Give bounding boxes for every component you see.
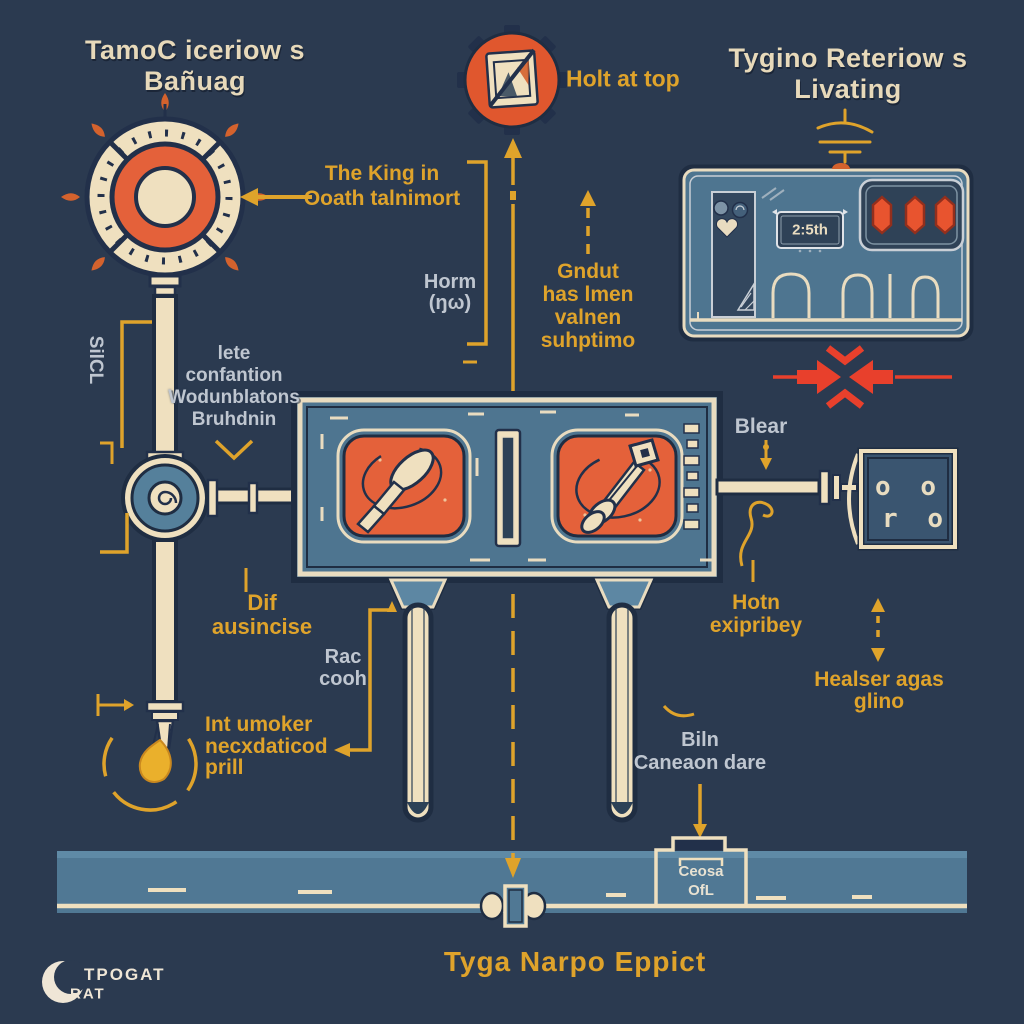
label-lete-line4: Bruhdnin — [191, 409, 277, 430]
label-smoker-line1: Int umoker — [205, 712, 313, 736]
title-bottom: Tyga Narpo Eppict — [443, 946, 707, 977]
box-tick-marks — [320, 410, 712, 562]
vent-column — [683, 423, 700, 530]
panel-arches — [690, 272, 962, 322]
ratchet-tool-icon — [580, 438, 660, 534]
title-top-right: Tygino Reteriow s Livating — [728, 43, 967, 105]
label-horm: Horm (ŋω) — [424, 272, 476, 314]
title-top-left-line2: Bañuag — [143, 66, 246, 96]
pipe-fitting — [479, 884, 547, 928]
gold-squiggle — [739, 500, 774, 567]
label-rac-line2: cooh — [319, 668, 367, 690]
label-gndut: Gndut has lmen valnen suhptimo — [541, 260, 636, 352]
label-dif-line2: ausincise — [211, 614, 313, 639]
control-panel — [678, 163, 974, 342]
label-horm-line1: Horm — [423, 271, 477, 293]
briefcase-label: Ceosa OfL — [678, 862, 723, 900]
label-gndut-line3: valnen — [554, 306, 622, 329]
screwdriver-icon — [356, 448, 435, 534]
right-pipe-and-glyph-box — [715, 447, 959, 551]
label-king-line2: Ooath talnimort — [303, 187, 461, 210]
title-top-right-line1: Tygino Reteriow s — [728, 43, 968, 73]
glyph-box-row1: o o — [875, 472, 943, 502]
biln-curve — [662, 704, 695, 718]
arrow-small-left — [124, 699, 134, 711]
band-dashes — [148, 888, 872, 900]
label-rac: Rac cooh — [319, 646, 367, 690]
label-rac-line1: Rac — [324, 646, 362, 668]
heart-icon — [715, 218, 739, 238]
label-badge: Holt at top — [566, 65, 680, 92]
valve-wheel — [121, 454, 302, 542]
label-smoker-line3: prill — [205, 755, 244, 779]
lower-left-pipe-and-burner — [102, 538, 198, 812]
label-hotn-line2: exipribey — [709, 614, 803, 637]
briefcase-box — [654, 836, 748, 905]
label-smoker-line2: necxdaticod — [205, 734, 328, 758]
label-sil: SilCL — [85, 335, 106, 385]
prohibition-badge — [457, 25, 567, 135]
label-gndut-line2: has lmen — [542, 283, 634, 306]
label-healser-line1: Healser agas — [814, 668, 944, 691]
glyph-box-row2: r o — [882, 504, 950, 534]
label-lete-line2: confantion — [185, 365, 283, 386]
arrow-to-gauge — [240, 188, 258, 206]
gauge-dial — [61, 93, 269, 278]
label-lete-line1: lete — [217, 343, 251, 364]
compress-arrows-icon — [773, 345, 952, 409]
title-top-right-line2: Livating — [794, 74, 902, 104]
label-king-line1: The King in — [324, 162, 440, 185]
healser-double-arrow — [871, 598, 885, 662]
center-up-arrow — [504, 138, 522, 397]
label-hotn-line1: Hotn — [732, 591, 780, 614]
label-blear: Blear — [734, 415, 788, 438]
biln-down-arrow — [693, 784, 707, 838]
center-dashed-down-arrow — [505, 594, 521, 878]
briefcase-line1: Ceosa — [678, 863, 724, 880]
gndut-dashed-up-arrow — [580, 190, 596, 262]
center-slot — [494, 428, 522, 548]
label-lete-line3: Wodunblatons — [168, 387, 300, 408]
panel-plaque-text: 2:5th — [792, 221, 828, 239]
gold-annotation-lines-left — [96, 195, 312, 716]
tool-chamber-box — [291, 391, 723, 583]
label-hotn: Hotn exipribey — [710, 591, 802, 637]
ground-symbol-icon — [816, 108, 874, 164]
blear-down-arrow — [760, 440, 772, 470]
logo-text-line2: RAT — [70, 985, 106, 1003]
label-king: The King in Ooath talnimort — [304, 161, 460, 211]
label-horm-line2: (ŋω) — [428, 292, 472, 314]
smoker-bracket — [334, 601, 397, 757]
gem-box — [858, 178, 965, 252]
briefcase-line2: OfL — [688, 882, 714, 899]
flame-burner — [102, 716, 198, 812]
label-dif: Dif ausincise — [212, 591, 312, 639]
gem-icon — [871, 195, 956, 235]
label-gndut-line4: suhptimo — [540, 329, 636, 352]
logo-text-line1: TPOGAT — [84, 965, 166, 984]
label-lete: lete confantion Wodunblatons Bruhdnin — [168, 343, 300, 431]
title-top-left-line1: TamoC iceriow s — [84, 35, 306, 65]
center-bracket — [463, 160, 488, 364]
tool-panel-left — [336, 428, 472, 544]
crescent-logo-icon — [42, 960, 88, 1003]
label-healser-line2: glino — [853, 690, 905, 713]
box-legs-and-pipes — [386, 577, 656, 823]
label-biln-line2: Caneaon dare — [633, 752, 767, 774]
label-healser: Healser agas glino — [814, 669, 944, 713]
tool-panel-right — [550, 428, 684, 544]
label-smoker: Int umoker necxdaticod prill — [205, 714, 328, 779]
label-biln: Biln Caneaon dare — [634, 729, 766, 775]
label-gndut-line1: Gndut — [557, 260, 619, 283]
label-biln-line1: Biln — [681, 729, 719, 751]
label-dif-line1: Dif — [247, 590, 277, 615]
panel-plaque — [772, 209, 848, 253]
title-top-left: TamoC iceriow s Bañuag — [85, 35, 305, 97]
